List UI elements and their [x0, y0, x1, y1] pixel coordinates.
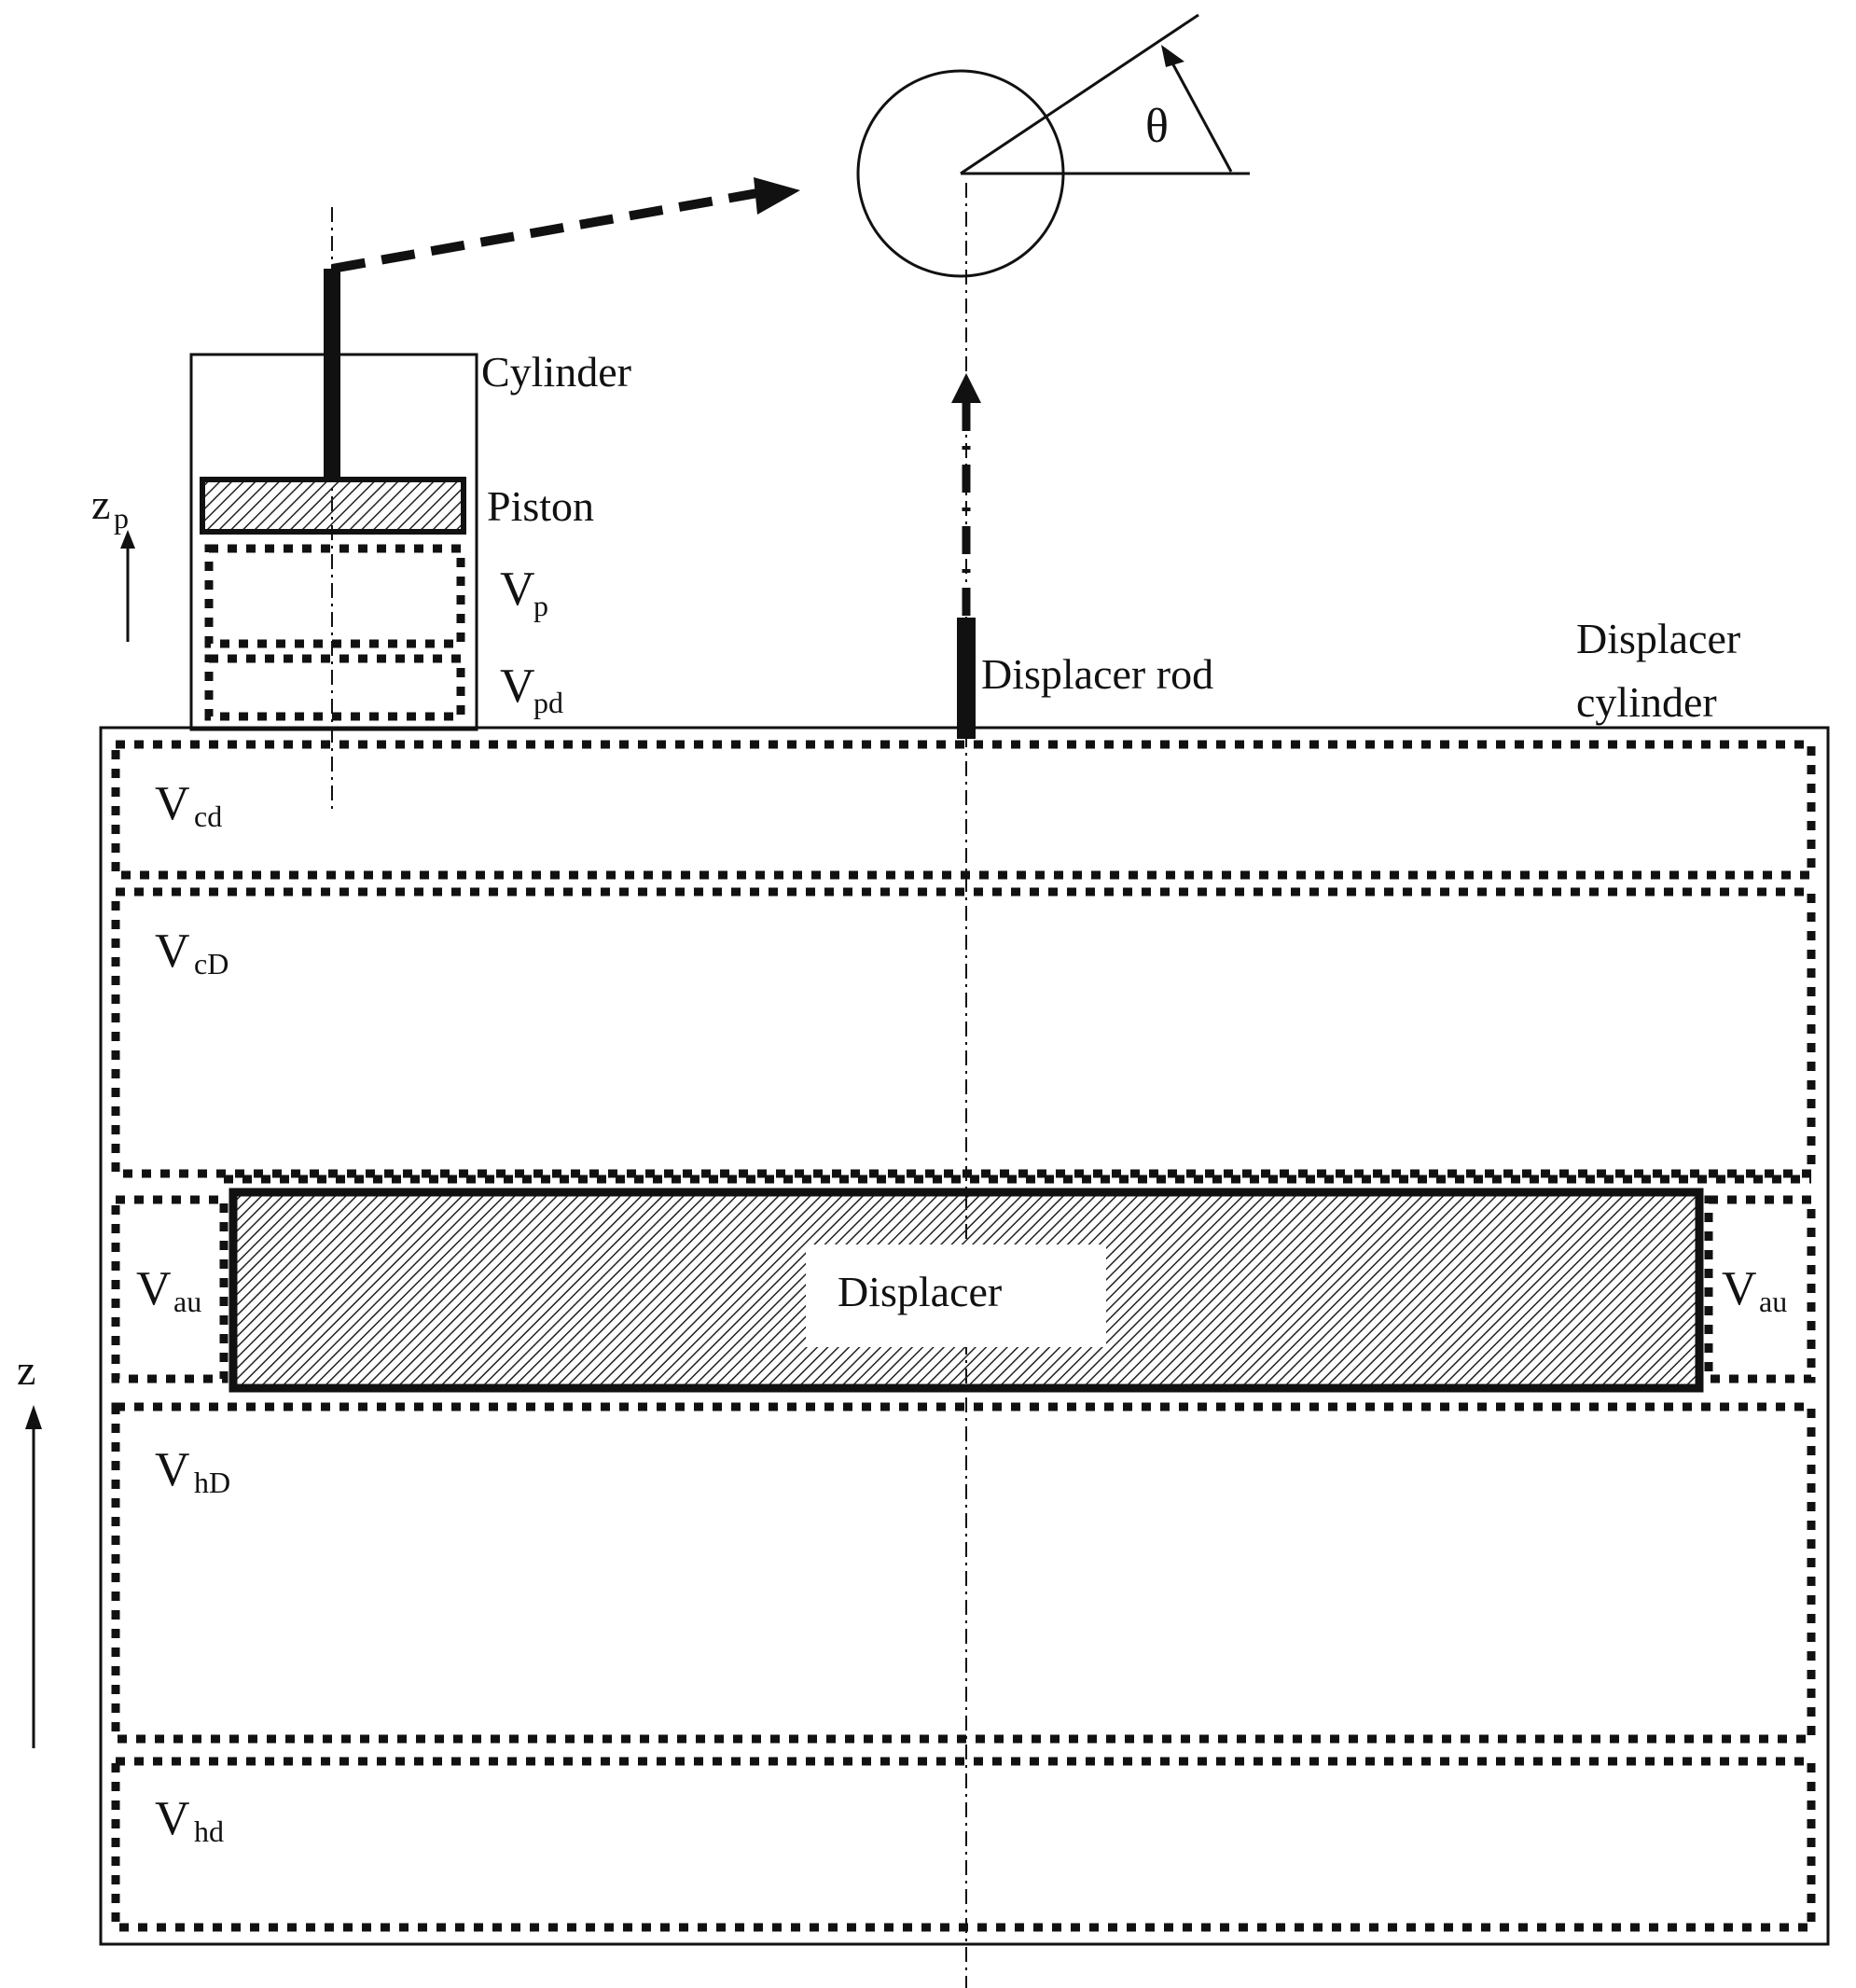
zp-label-sub: p [114, 501, 129, 535]
vhD-label-main: V [155, 1443, 190, 1496]
volume-vpd-boundary [204, 654, 465, 721]
displacer-rod-label: Displacer rod [981, 650, 1213, 698]
z-axis-arrowhead [25, 1405, 42, 1429]
vpd-label-main: V [500, 660, 535, 713]
vhd-label-main: V [155, 1792, 190, 1845]
cylinder-label: Cylinder [481, 348, 631, 396]
piston [200, 477, 466, 535]
piston-rod [324, 269, 340, 480]
volume-vhD-boundary [111, 1402, 1816, 1744]
volume-vau-right-boundary [1704, 1195, 1816, 1383]
volume-vau-left-boundary [111, 1195, 229, 1383]
displacer-label: Displacer [838, 1268, 1002, 1315]
volume-vp-boundary [204, 544, 465, 648]
volume-vhd-boundary [111, 1757, 1816, 1932]
theta-arrowhead [1161, 45, 1184, 67]
vcD-label-sub: cD [194, 947, 229, 980]
vp-label-sub: p [533, 589, 548, 622]
vau-right-label-sub: au [1759, 1285, 1787, 1318]
crank-arm-line [960, 13, 1199, 175]
vcd-label-main: V [155, 777, 190, 830]
vcD-label-main: V [155, 924, 190, 978]
displacer-cylinder-outline [99, 726, 1830, 1946]
vhd-label-sub: hd [194, 1814, 224, 1848]
vau-right-label-main: V [1722, 1262, 1757, 1315]
displacer-cylinder-label-line2: cylinder [1576, 678, 1717, 726]
vau-left-label-main: V [136, 1262, 172, 1315]
displacer-cylinder-label-line1: Displacer [1576, 615, 1740, 662]
displacer-label-box [806, 1244, 1106, 1347]
z-label: z [17, 1346, 35, 1394]
volume-vcd-boundary [111, 740, 1816, 880]
piston-label: Piston [487, 482, 594, 530]
displacer-rod [957, 618, 976, 739]
vhD-label-sub: hD [194, 1466, 230, 1499]
vau-left-label-sub: au [173, 1285, 201, 1318]
displacer-link-arrowhead [951, 373, 981, 403]
piston-link-arrowhead [754, 177, 800, 215]
piston-link-dashed [331, 188, 764, 273]
vpd-label-sub: pd [533, 686, 563, 719]
theta-label: θ [1145, 100, 1169, 153]
zp-axis-arrowhead [120, 530, 135, 549]
theta-angle-arc [1168, 57, 1233, 173]
vcd-label-sub: cd [194, 799, 222, 833]
vp-label-main: V [500, 563, 535, 616]
volume-vcD-boundary [111, 887, 1816, 1178]
zp-label: z [91, 480, 110, 528]
